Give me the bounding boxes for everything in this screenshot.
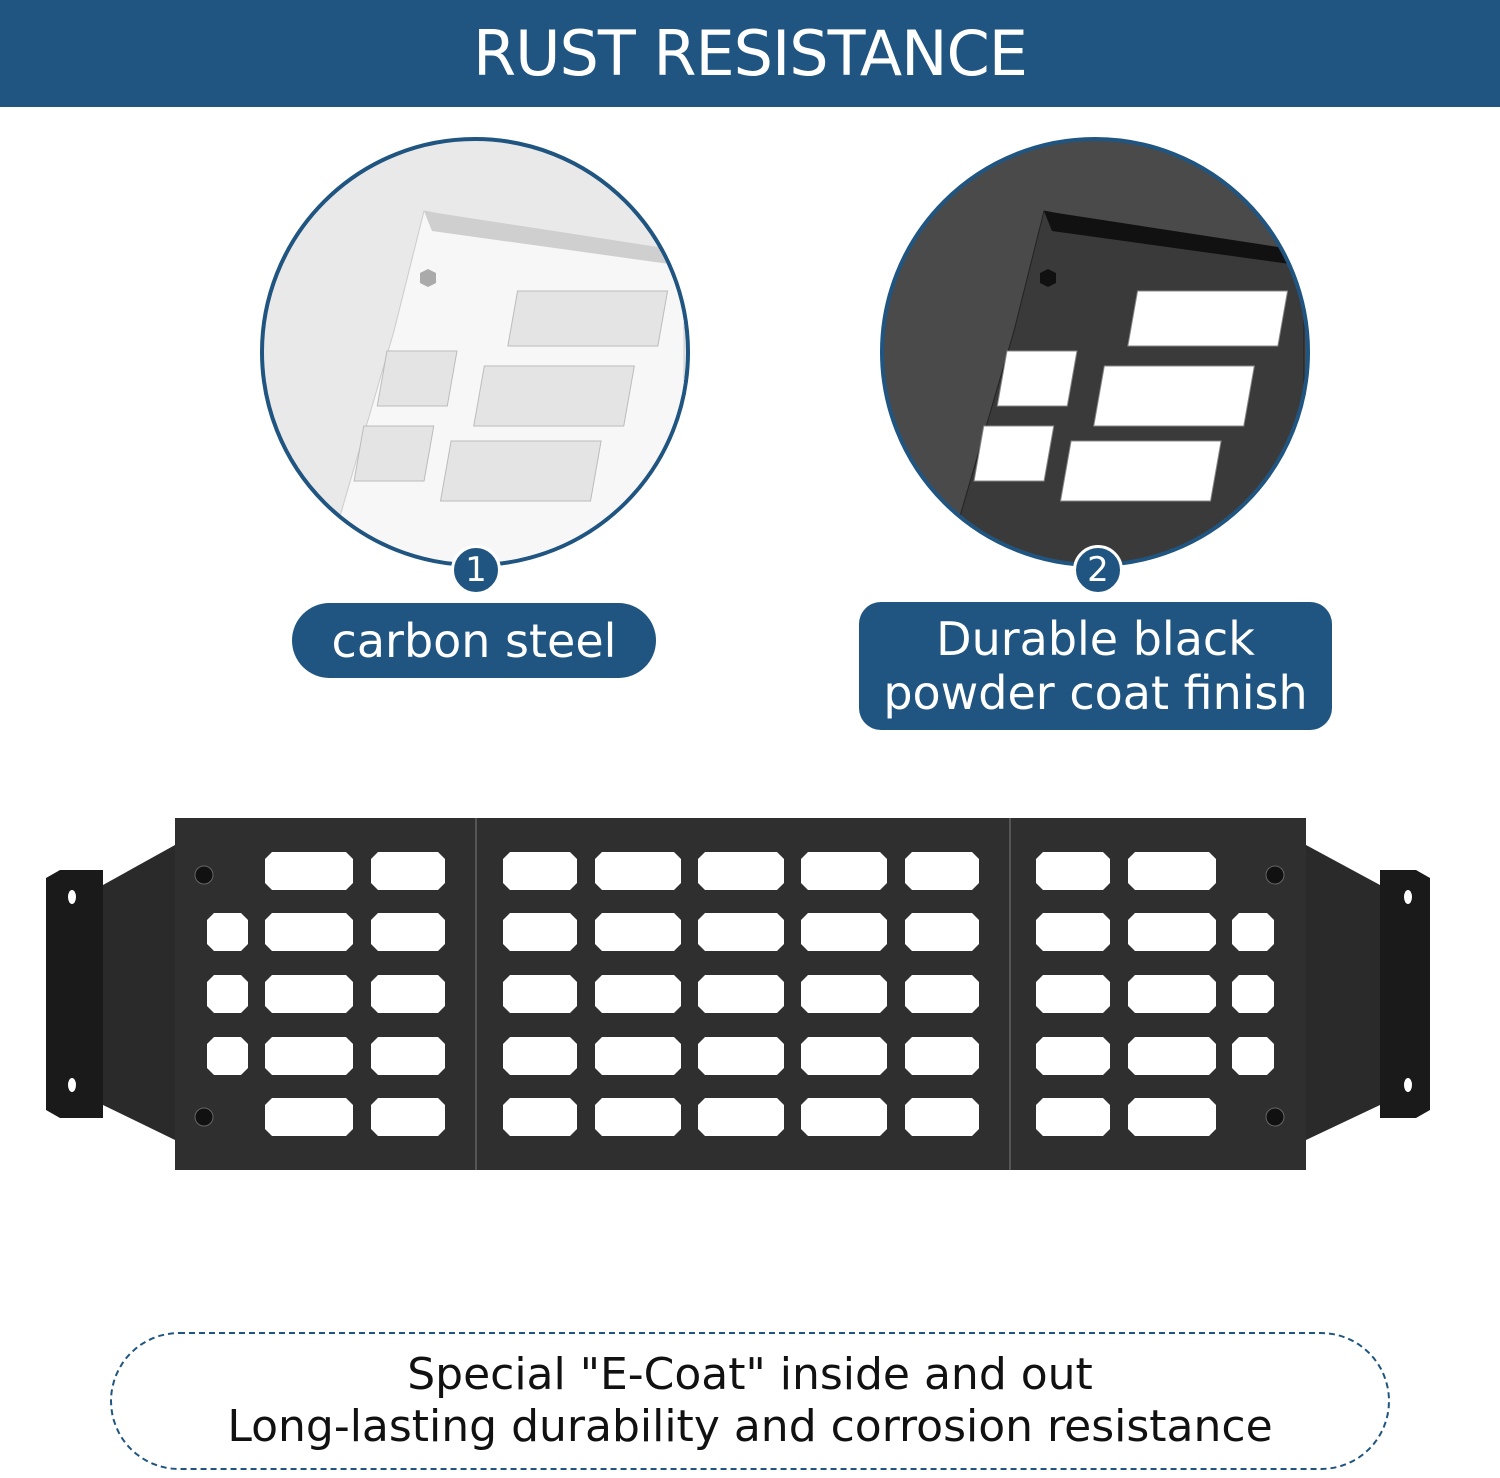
feature-number-2: 2 — [1073, 545, 1123, 595]
storage-panel-image — [46, 818, 1430, 1170]
panel-hole — [1036, 975, 1110, 1013]
panel-hole — [503, 1098, 577, 1136]
panel-hole — [1232, 975, 1274, 1013]
feature-number-1: 1 — [451, 545, 501, 595]
panel-hole — [801, 913, 887, 951]
panel-hole — [207, 913, 248, 951]
panel-hole — [801, 1037, 887, 1075]
panel-hole — [371, 975, 445, 1013]
panel-hole — [905, 852, 979, 890]
panel-hole — [1232, 1037, 1274, 1075]
carbon-steel-label: carbon steel — [331, 613, 617, 668]
panel-hole — [1036, 913, 1110, 951]
panel-hole — [801, 975, 887, 1013]
panel-hole — [1128, 975, 1216, 1013]
panel-hole — [503, 852, 577, 890]
steel-plate-image — [325, 210, 685, 563]
bolt-icon — [1265, 1107, 1285, 1127]
black-plate-image — [945, 210, 1305, 563]
panel-hole — [1232, 913, 1274, 951]
panel-hole — [1128, 1037, 1216, 1075]
panel-hole — [698, 1037, 784, 1075]
panel-hole — [905, 1037, 979, 1075]
panel-hole — [265, 1098, 353, 1136]
carbon-steel-badge: carbon steel — [292, 603, 656, 678]
powder-coat-closeup — [880, 137, 1310, 567]
panel-hole — [905, 1098, 979, 1136]
powder-coat-label-line2: powder coat finish — [883, 666, 1308, 720]
left-flange — [103, 845, 175, 1140]
panel-hole — [503, 975, 577, 1013]
panel-hole — [595, 1098, 681, 1136]
bolt-icon — [1265, 865, 1285, 885]
panel-hole — [371, 852, 445, 890]
left-mount-tab — [46, 870, 103, 1118]
bolt-icon — [194, 865, 214, 885]
panel-hole — [698, 1098, 784, 1136]
panel-hole — [905, 913, 979, 951]
e-coat-line2: Long-lasting durability and corrosion re… — [227, 1401, 1273, 1452]
panel-hole — [905, 975, 979, 1013]
panel-hole — [265, 913, 353, 951]
panel-hole — [371, 1037, 445, 1075]
right-mount-tab — [1380, 870, 1430, 1118]
panel-hole — [698, 913, 784, 951]
title: RUST RESISTANCE — [473, 17, 1028, 90]
panel-hole — [371, 1098, 445, 1136]
panel-hole — [503, 1037, 577, 1075]
panel-hole — [1128, 852, 1216, 890]
panel-hole — [595, 852, 681, 890]
right-flange — [1306, 845, 1380, 1140]
panel-hole — [595, 975, 681, 1013]
e-coat-line1: Special "E-Coat" inside and out — [407, 1349, 1093, 1400]
bolt-icon — [194, 1107, 214, 1127]
panel-hole — [698, 975, 784, 1013]
title-banner: RUST RESISTANCE — [0, 0, 1500, 107]
panel-hole — [265, 852, 353, 890]
panel-hole — [265, 1037, 353, 1075]
panel-hole — [503, 913, 577, 951]
panel-hole — [595, 1037, 681, 1075]
panel-hole — [1036, 1098, 1110, 1136]
panel-hole — [265, 975, 353, 1013]
e-coat-callout: Special "E-Coat" inside and out Long-las… — [110, 1332, 1390, 1470]
panel-hole — [371, 913, 445, 951]
panel-hole — [595, 913, 681, 951]
panel-hole — [207, 1037, 248, 1075]
panel-hole — [1036, 852, 1110, 890]
panel-hole — [1128, 1098, 1216, 1136]
panel-hole — [698, 852, 784, 890]
panel-hole — [207, 975, 248, 1013]
powder-coat-label-line1: Durable black — [936, 612, 1255, 666]
panel-hole — [801, 852, 887, 890]
panel-hole — [801, 1098, 887, 1136]
panel-hole — [1036, 1037, 1110, 1075]
carbon-steel-closeup — [260, 137, 690, 567]
powder-coat-badge: Durable black powder coat finish — [859, 602, 1332, 730]
panel-hole — [1128, 913, 1216, 951]
